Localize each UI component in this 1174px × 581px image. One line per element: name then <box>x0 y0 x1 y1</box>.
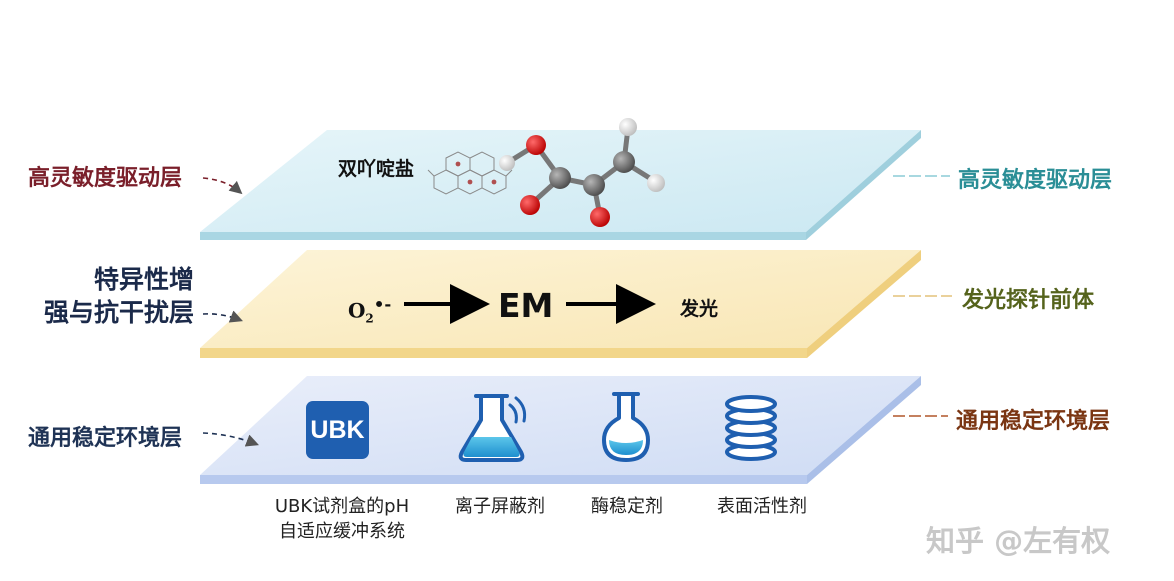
middle-layer-plane <box>200 250 921 358</box>
surfactant-caption: 表面活性剂 <box>717 496 807 517</box>
superoxide-o: O <box>348 298 366 323</box>
bot-left-dashed-arrow <box>202 432 259 447</box>
enzyme-stabilizer-caption: 酶稳定剂 <box>591 496 663 517</box>
flask-icon <box>458 394 527 462</box>
superoxide-superscript: •- <box>373 294 392 314</box>
watermark: 知乎 @左有权 <box>926 524 1111 558</box>
mid-left-dashed-arrow <box>202 310 243 323</box>
round-flask-icon <box>602 392 650 462</box>
ion-shield-caption: 离子屏蔽剂 <box>455 496 545 517</box>
top-layer-right-label: 高灵敏度驱动层 <box>958 168 1113 193</box>
molecule-label: 双吖啶盐 <box>338 158 415 180</box>
ubk-box-icon: UBK <box>306 401 369 459</box>
middle-layer-right-label: 发光探针前体 <box>962 288 1095 313</box>
bottom-layer-right-label: 通用稳定环境层 <box>956 409 1111 434</box>
middle-layer-left-label: 特异性增 强与抗干扰层 <box>22 263 194 329</box>
ubk-caption-line1: UBK试剂盒的pH <box>274 496 410 517</box>
acridinium-ring-sketch <box>427 151 513 195</box>
top-layer-left-label: 高灵敏度驱动层 <box>28 166 183 191</box>
glow-label: 发光 <box>680 298 719 320</box>
disc-stack-icon <box>725 395 777 461</box>
em-label: EM <box>498 286 554 325</box>
molecule-ball-stick <box>499 118 665 227</box>
bottom-layer-left-label: 通用稳定环境层 <box>28 426 183 451</box>
top-left-dashed-arrow <box>202 177 243 195</box>
middle-layer-left-label-line2: 强与抗干扰层 <box>43 298 194 327</box>
ubk-caption: UBK试剂盒的pH 自适应缓冲系统 <box>264 494 420 544</box>
ubk-caption-line2: 自适应缓冲系统 <box>279 521 405 542</box>
superoxide-subscript: 2 <box>365 311 374 326</box>
middle-layer-left-label-line1: 特异性增 <box>93 265 194 294</box>
superoxide-label: O2•- <box>348 294 391 326</box>
